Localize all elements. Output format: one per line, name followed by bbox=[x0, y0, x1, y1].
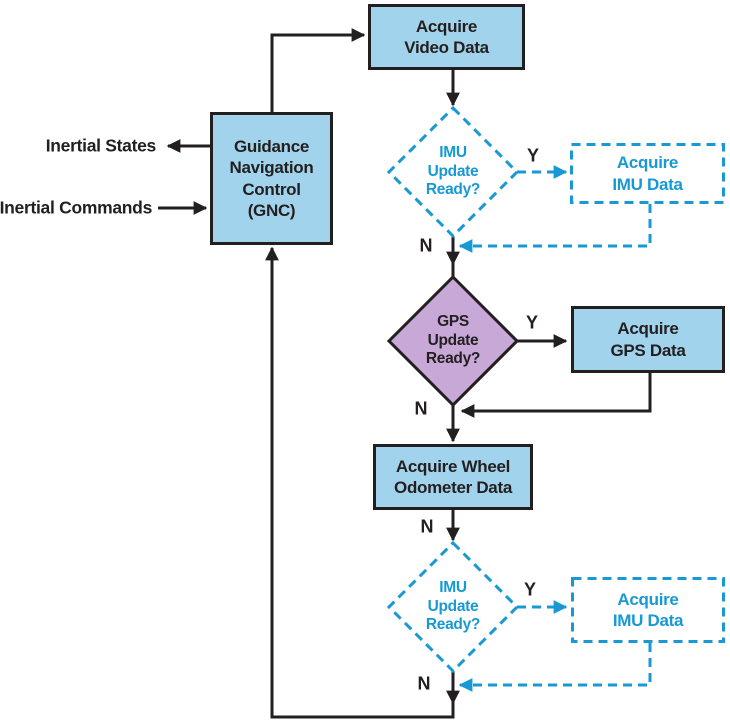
acquire-wheel-odometer-label: Acquire Wheel Odometer Data bbox=[394, 456, 512, 498]
connector-loop-back-to-gnc bbox=[265, 246, 455, 719]
imu-update-ready-1-label: IMU Update Ready? bbox=[425, 144, 481, 199]
acquire-imu-1-label: Acquire IMU Data bbox=[612, 153, 683, 194]
branch-label-imu1-yes: Y bbox=[526, 145, 540, 166]
acquire-imu-2-label: Acquire IMU Data bbox=[612, 589, 684, 631]
acquire-video-label: Acquire Video Data bbox=[404, 16, 489, 58]
branch-label-imu2-no: N bbox=[417, 673, 431, 694]
connector-imu2-return bbox=[458, 643, 652, 692]
gps-update-ready-label: GPS Update Ready? bbox=[425, 313, 481, 368]
branch-label-imu1-no: N bbox=[419, 235, 433, 256]
connector-gps-return bbox=[460, 373, 652, 418]
gnc-label: Guidance Navigation Control (GNC) bbox=[229, 136, 314, 221]
gps-update-ready-diamond bbox=[386, 274, 520, 408]
acquire-wheel-odometer-box bbox=[373, 444, 533, 510]
inertial-commands-label: Inertial Commands bbox=[0, 197, 152, 218]
acquire-imu-1-box bbox=[570, 143, 725, 204]
branch-label-gps-yes: Y bbox=[525, 312, 539, 333]
gnc-box bbox=[210, 112, 333, 245]
branch-label-gps-no: N bbox=[414, 398, 428, 419]
branch-label-wheel-no: N bbox=[420, 516, 434, 537]
connector-gnc-to-video bbox=[270, 28, 366, 112]
acquire-video-box bbox=[368, 4, 525, 70]
acquire-gps-label: Acquire GPS Data bbox=[610, 319, 686, 360]
inertial-states-label: Inertial States bbox=[45, 135, 157, 156]
imu-update-ready-2-diamond bbox=[386, 540, 520, 674]
branch-label-imu2-yes: Y bbox=[523, 579, 537, 600]
imu-update-ready-1-diamond bbox=[386, 105, 520, 239]
acquire-gps-box bbox=[571, 306, 725, 373]
acquire-imu-2-box bbox=[571, 577, 725, 643]
connector-imu1-return bbox=[458, 204, 652, 253]
imu-update-ready-2-label: IMU Update Ready? bbox=[425, 579, 481, 634]
